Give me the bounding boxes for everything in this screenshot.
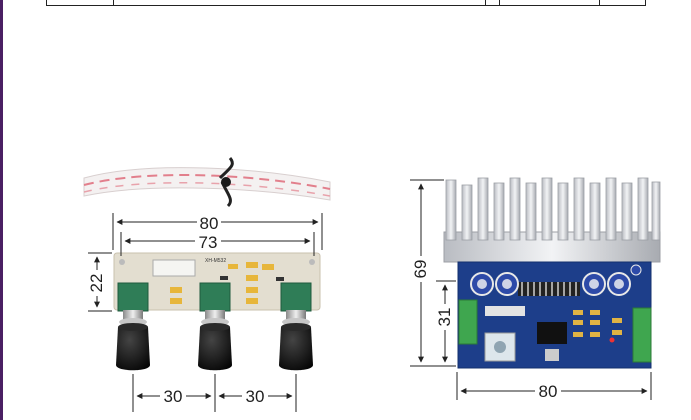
input-terminal-block (458, 299, 478, 345)
left-board-group: XH-M532 (83, 157, 331, 412)
dim-spacing-left: 30 (164, 387, 183, 406)
table-divider (485, 0, 486, 6)
dim-height: 22 (87, 274, 106, 293)
dim-spacing-right: 30 (246, 387, 265, 406)
right-board-group: 69 31 80 (410, 177, 661, 401)
dim-height-total: 69 (411, 260, 430, 279)
svg-text:XH-M532: XH-M532 (205, 258, 226, 264)
amp-smd-components (485, 306, 622, 337)
electrolytic-capacitors (470, 264, 642, 296)
ribbon-cable (83, 157, 331, 208)
potentiometer-knobs (116, 282, 313, 371)
table-divider (499, 0, 500, 6)
op-amp-chip (537, 322, 567, 344)
output-terminal-block (632, 307, 652, 363)
dim-width-amp: 80 (539, 382, 558, 401)
table-divider (113, 0, 114, 6)
dim-height-pcb: 31 (435, 308, 454, 327)
page-left-border (0, 0, 3, 420)
dim-width-inner: 73 (199, 233, 218, 252)
dim-width-outer: 80 (200, 214, 219, 233)
connector-header (152, 259, 196, 277)
top-table-edge (46, 0, 646, 6)
heatsink (443, 177, 661, 263)
table-divider (599, 0, 600, 6)
smd-components (170, 262, 284, 304)
